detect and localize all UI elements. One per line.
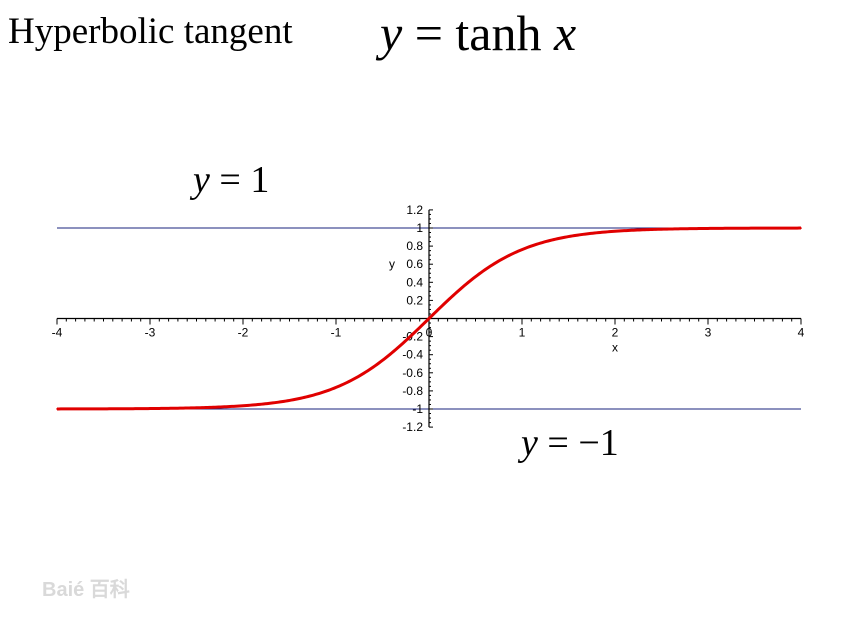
formula-title: y = tanh x	[380, 4, 576, 62]
data-point	[474, 275, 477, 278]
y-tick-label: -0.4	[402, 348, 423, 362]
x-tick-label: -2	[238, 326, 249, 340]
y-tick-label: 0.8	[406, 239, 423, 253]
x-tick-label: 4	[798, 326, 805, 340]
watermark: Baié 百科	[42, 579, 130, 601]
y-axis-label: y	[389, 257, 395, 271]
asymptote-lower-eq: =	[537, 422, 579, 464]
data-point	[381, 359, 384, 362]
asymptote-upper-lhs: y	[193, 159, 210, 201]
asymptote-upper-eq: =	[209, 159, 251, 201]
y-tick-label: 1.2	[406, 203, 423, 217]
x-tick-label: 0	[426, 326, 433, 340]
asymptote-upper-rhs: 1	[250, 159, 270, 201]
data-point	[614, 230, 616, 233]
page-heading: Hyperbolic tangent	[8, 11, 293, 52]
y-tick-label: 1	[416, 221, 423, 235]
x-tick-label: 3	[705, 326, 712, 340]
data-point	[660, 228, 663, 231]
x-tick-label: -4	[52, 326, 63, 340]
x-tick-label: -1	[331, 326, 342, 340]
y-tick-label: 0.6	[406, 257, 423, 271]
formula-fn: tanh	[455, 5, 554, 61]
data-point	[497, 260, 500, 262]
data-point	[451, 295, 454, 298]
data-point	[335, 386, 337, 389]
y-tick-label: 0.4	[406, 275, 423, 289]
data-point	[707, 227, 709, 230]
data-point	[753, 227, 756, 229]
data-point	[404, 339, 407, 342]
asymptote-lower-rhs: −1	[578, 422, 619, 464]
formula-eq: =	[402, 5, 456, 61]
data-point	[567, 235, 570, 238]
y-tick-label: 0.2	[406, 293, 423, 307]
x-tick-label: 1	[519, 326, 526, 340]
y-tick-label: -1.2	[402, 420, 423, 434]
formula-lhs: y	[380, 5, 403, 61]
x-axis-label: x	[612, 341, 618, 355]
y-tick-label: -1	[412, 402, 423, 416]
y-tick-label: -0.8	[402, 384, 423, 398]
data-point	[56, 408, 58, 410]
data-point	[149, 407, 151, 410]
asymptote-lower-label: y = −1	[521, 421, 619, 465]
asymptote-upper-label: y = 1	[193, 158, 269, 202]
data-point	[288, 399, 291, 402]
data-point	[242, 404, 244, 407]
asymptote-lower-lhs: y	[521, 422, 538, 464]
x-tick-label: 2	[612, 326, 619, 340]
data-point	[521, 248, 523, 251]
formula-arg: x	[554, 5, 577, 61]
data-point	[195, 406, 198, 409]
x-tick-label: -3	[145, 326, 156, 340]
data-point	[358, 375, 361, 377]
data-point	[800, 227, 802, 229]
y-tick-label: -0.6	[402, 366, 423, 380]
data-point	[102, 408, 105, 410]
data-point	[428, 317, 430, 320]
